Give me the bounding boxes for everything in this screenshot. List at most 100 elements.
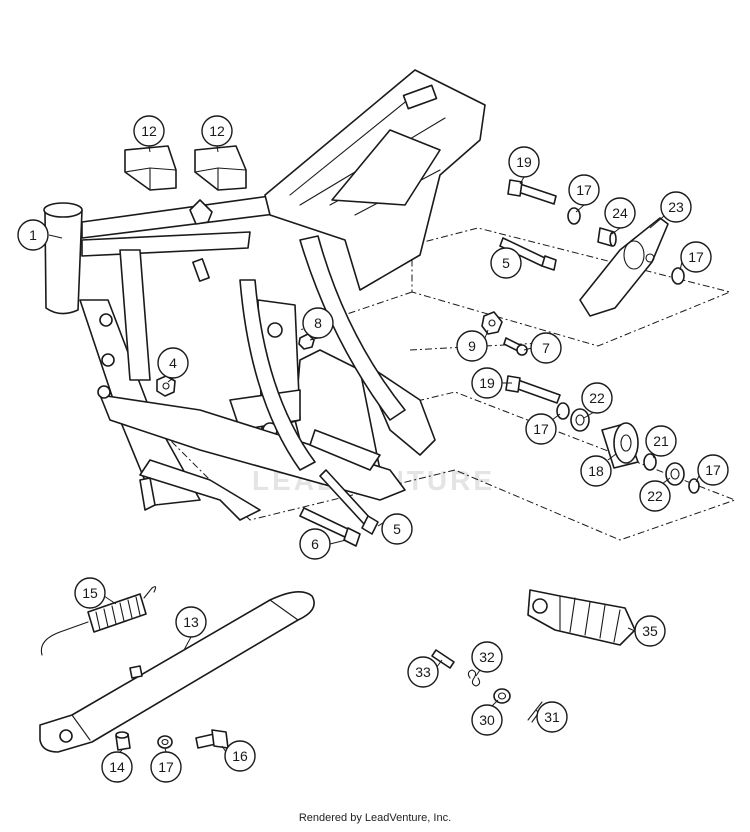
callout-number: 6 <box>311 536 319 552</box>
callout-33: 33 <box>407 656 439 688</box>
callout-circle <box>17 219 49 251</box>
callout-number: 32 <box>479 649 495 665</box>
callout-22: 22 <box>639 480 671 512</box>
callout-30: 30 <box>471 704 503 736</box>
spring-part-32 <box>467 669 481 687</box>
callout-number: 5 <box>393 521 401 537</box>
callout-circle <box>568 174 600 206</box>
callout-circle <box>157 347 189 379</box>
callout-31: 31 <box>536 701 568 733</box>
rubber-pad-right <box>194 145 247 191</box>
callout-12: 12 <box>133 115 165 147</box>
callout-number: 8 <box>314 315 322 331</box>
callout-21: 21 <box>645 425 677 457</box>
callout-22: 22 <box>581 382 613 414</box>
callout-5: 5 <box>490 247 522 279</box>
callout-circle <box>660 191 692 223</box>
callout-circle <box>299 528 331 560</box>
callout-circle <box>224 740 256 772</box>
callout-circle <box>133 115 165 147</box>
screw-part-7 <box>503 337 528 356</box>
callout-6: 6 <box>299 528 331 560</box>
callout-number: 12 <box>141 123 157 139</box>
callout-number: 22 <box>647 488 663 504</box>
callout-number: 12 <box>209 123 225 139</box>
motorcycle-frame <box>43 69 486 521</box>
callout-4: 4 <box>157 347 189 379</box>
clip-part-9 <box>481 311 503 335</box>
callout-17: 17 <box>568 174 600 206</box>
callout-circle <box>604 197 636 229</box>
callout-circle <box>525 413 557 445</box>
callout-circle <box>74 577 106 609</box>
bolt-part-5-lower <box>319 469 379 535</box>
callout-circle <box>490 247 522 279</box>
callout-number: 17 <box>576 182 592 198</box>
callout-circle <box>508 146 540 178</box>
callout-18: 18 <box>580 455 612 487</box>
callout-circle <box>680 241 712 273</box>
footpeg-part-35 <box>527 589 636 646</box>
callout-circle <box>471 367 503 399</box>
callout-14: 14 <box>101 751 133 783</box>
callout-35: 35 <box>634 615 666 647</box>
callout-5: 5 <box>381 513 413 545</box>
callout-circle <box>697 454 729 486</box>
callout-circle <box>302 307 334 339</box>
callout-number: 19 <box>479 375 495 391</box>
callout-number: 5 <box>502 255 510 271</box>
callout-number: 24 <box>612 205 628 221</box>
sleeve-part-24 <box>597 227 617 247</box>
callout-1: 1 <box>17 219 49 251</box>
callout-number: 13 <box>183 614 199 630</box>
callout-number: 9 <box>468 338 476 354</box>
callout-24: 24 <box>604 197 636 229</box>
callout-number: 21 <box>653 433 669 449</box>
washer-part-17-mid <box>556 402 570 420</box>
callout-number: 30 <box>479 712 495 728</box>
callout-23: 23 <box>660 191 692 223</box>
washer-part-17-upper <box>567 207 581 225</box>
callout-circle <box>407 656 439 688</box>
callout-16: 16 <box>224 740 256 772</box>
callout-12: 12 <box>201 115 233 147</box>
callout-number: 33 <box>415 664 431 680</box>
callout-number: 23 <box>668 199 684 215</box>
callout-circle <box>639 480 671 512</box>
callout-number: 7 <box>542 340 550 356</box>
callout-circle <box>530 332 562 364</box>
bolt-part-19-lower <box>505 375 561 404</box>
callout-circle <box>471 704 503 736</box>
callout-number: 17 <box>688 249 704 265</box>
callout-number: 18 <box>588 463 604 479</box>
callout-17: 17 <box>150 751 182 783</box>
callout-17: 17 <box>697 454 729 486</box>
pin-part-33 <box>431 649 455 669</box>
rubber-pad-left <box>124 145 177 191</box>
roller-part-18 <box>601 422 639 469</box>
washer-part-17-right <box>671 267 685 285</box>
bolt-part-5-upper <box>499 237 557 271</box>
callout-circle <box>101 751 133 783</box>
callout-number: 31 <box>544 709 560 725</box>
callout-8: 8 <box>302 307 334 339</box>
callout-17: 17 <box>525 413 557 445</box>
callout-circle <box>580 455 612 487</box>
callout-19: 19 <box>508 146 540 178</box>
callout-circle <box>581 382 613 414</box>
bracket-part-23 <box>579 217 669 317</box>
bolt-part-16 <box>195 729 229 749</box>
callout-15: 15 <box>74 577 106 609</box>
callout-circle <box>381 513 413 545</box>
callout-9: 9 <box>456 330 488 362</box>
callout-circle <box>175 606 207 638</box>
bushing-part-14 <box>115 731 131 751</box>
callout-17: 17 <box>680 241 712 273</box>
bushing-part-22-left <box>570 408 590 432</box>
callout-labels: 1 12 12 4 8 9 7 5 19 17 24 23 17 19 22 17 21 18 22 17 5 6 15 13… <box>17 115 729 783</box>
callout-circle <box>456 330 488 362</box>
callout-number: 22 <box>589 390 605 406</box>
callout-number: 17 <box>705 462 721 478</box>
callout-circle <box>471 641 503 673</box>
